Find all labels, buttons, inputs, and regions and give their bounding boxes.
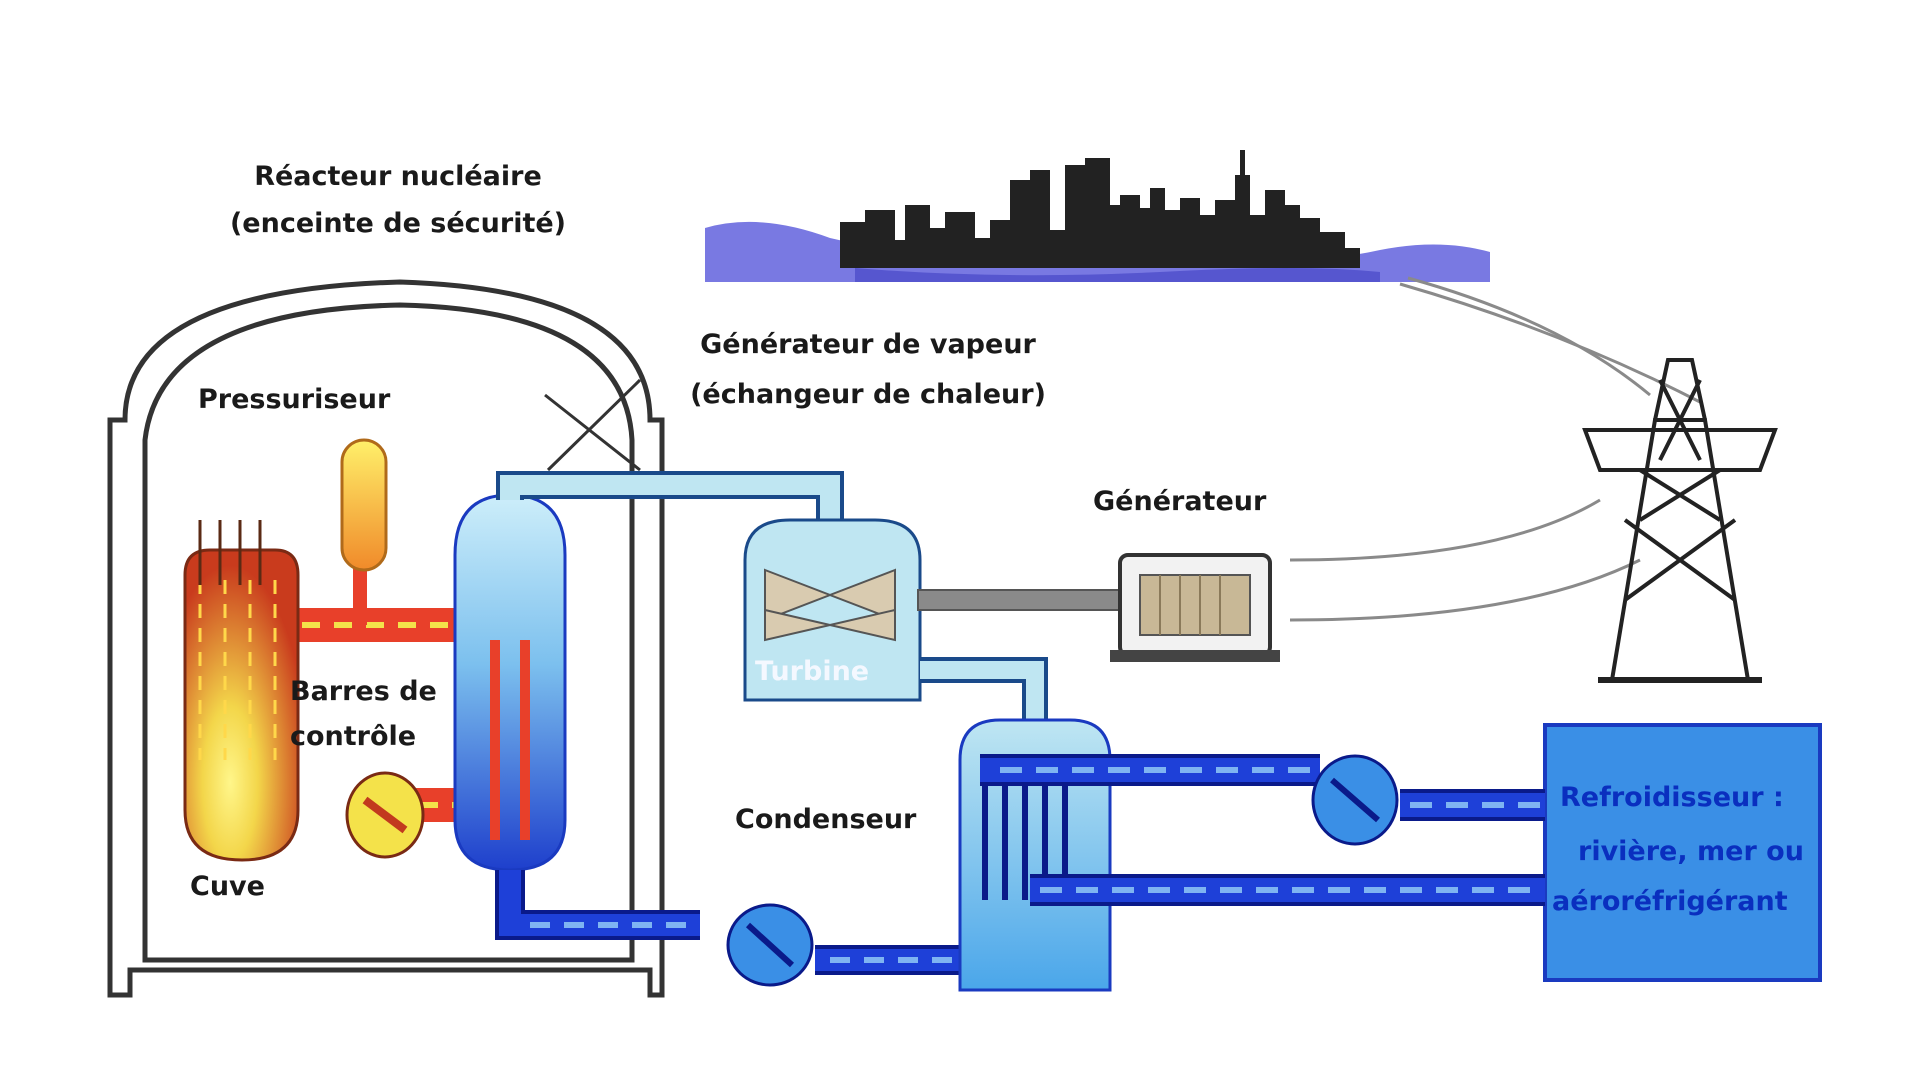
cooler-label-3: aéroréfrigérant — [1552, 886, 1788, 917]
pylon-icon — [1582, 358, 1778, 683]
control-rods-label-2: contrôle — [290, 721, 416, 752]
cooling-circuit — [980, 754, 1545, 906]
cooling-pump-icon — [1311, 754, 1399, 846]
reactor-title: Réacteur nucléaire — [254, 161, 542, 192]
steam-generator-subtitle: (échangeur de chaleur) — [690, 379, 1046, 410]
feedwater-line — [495, 870, 975, 975]
power-lines — [1289, 276, 1701, 622]
city-skyline — [705, 150, 1490, 282]
turbine-exhaust — [920, 657, 1048, 720]
steam-generator-title: Générateur de vapeur — [700, 329, 1036, 360]
generator-icon — [1110, 553, 1280, 662]
control-rods-label-1: Barres de — [290, 676, 437, 707]
primary-pump-icon — [345, 771, 425, 859]
reactor-subtitle: (enceinte de sécurité) — [230, 208, 566, 239]
condenser-label: Condenseur — [735, 804, 917, 835]
steam-line — [496, 471, 844, 535]
cooler-label-1: Refroidisseur : — [1560, 782, 1784, 813]
turbine-label: Turbine — [755, 656, 869, 687]
pressurizer — [340, 438, 388, 572]
reactor-vessel — [183, 520, 300, 862]
generator-label: Générateur — [1093, 486, 1267, 517]
turbine-shaft — [917, 589, 1131, 611]
turbine-housing — [743, 518, 922, 702]
steam-generator — [453, 493, 567, 872]
pressurizer-label: Pressuriseur — [198, 384, 391, 415]
vessel-label: Cuve — [190, 871, 265, 902]
feedwater-pump-icon — [726, 903, 814, 987]
cooler-label-2: rivière, mer ou — [1578, 836, 1804, 867]
cooling-reservoir — [1543, 723, 1822, 982]
